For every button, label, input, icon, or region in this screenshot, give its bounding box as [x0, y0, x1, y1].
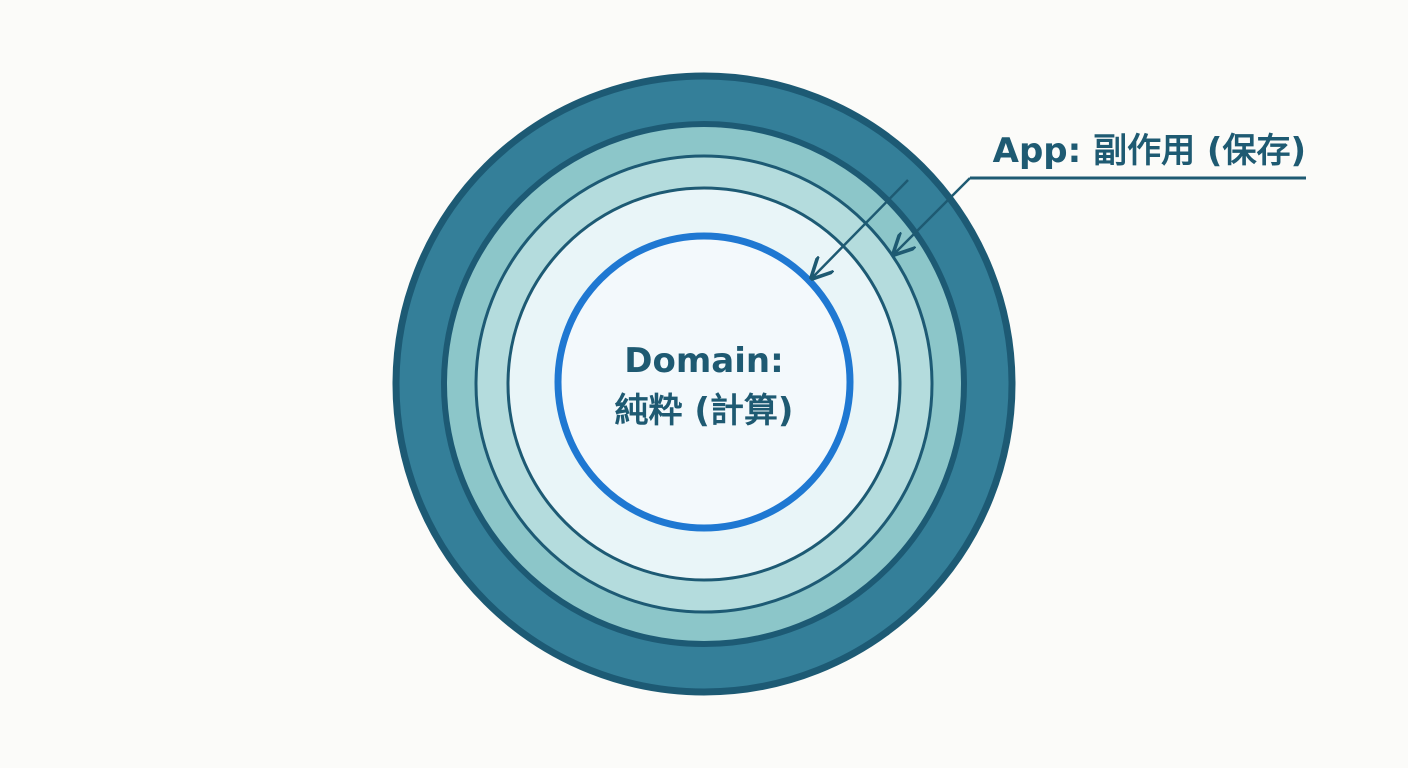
callout-arrow-inner	[812, 179, 909, 278]
domain-circle	[554, 232, 854, 532]
domain-label-line1: Domain:	[624, 341, 783, 381]
domain-label-line2: 純粋 (計算)	[615, 391, 794, 431]
callout-arrow-outer	[894, 177, 971, 254]
app-label: App: 副作用 (保存)	[993, 131, 1306, 171]
